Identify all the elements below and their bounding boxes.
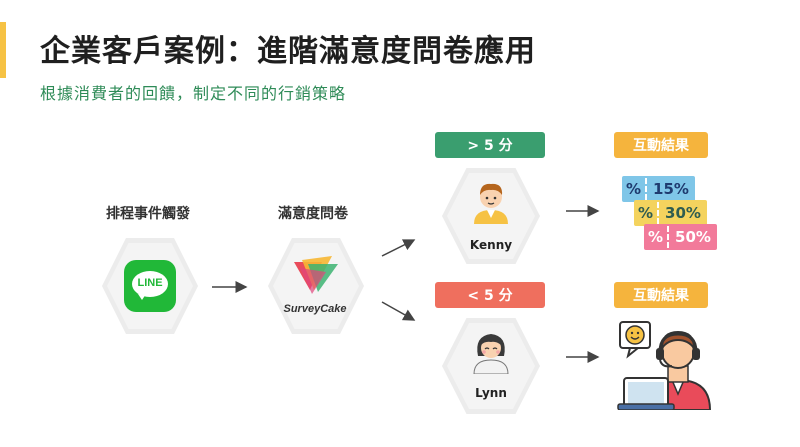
lynn-name: Lynn <box>475 386 507 400</box>
arrow-line-survey-to-low <box>381 301 416 321</box>
low-result-badge: 互動結果 <box>614 282 708 308</box>
kenny-name: Kenny <box>469 238 513 252</box>
customer-service-agent-icon <box>617 321 712 410</box>
low-result-text: 互動結果 <box>633 288 689 304</box>
coupon-50-value: 50% <box>675 228 711 246</box>
trigger-label: 排程事件觸發 <box>106 206 190 222</box>
coupon-15-value: 15% <box>653 180 689 198</box>
line-app-icon: LINE <box>124 260 176 312</box>
coupon-30: % 30% <box>634 200 707 226</box>
arrow-line-survey-to-high <box>381 239 416 257</box>
survey-label: 滿意度問卷 <box>278 206 348 222</box>
trigger-hexagon <box>102 238 198 334</box>
coupon-15: % 15% <box>622 176 695 202</box>
coupon-30-value: 30% <box>665 204 701 222</box>
kenny-avatar-icon <box>474 183 508 224</box>
surveycake-logo-text: SurveyCake <box>283 303 347 315</box>
coupon-30-percent-icon: % <box>638 204 654 222</box>
low-score-condition-badge: < 5 分 <box>435 282 545 308</box>
coupon-50: % 50% <box>644 224 717 250</box>
high-result-badge: 互動結果 <box>614 132 708 158</box>
accent-bar <box>0 22 6 78</box>
page-title: 企業客戶案例：進階滿意度問卷應用 <box>40 34 536 69</box>
page-subtitle: 根據消費者的回饋，制定不同的行銷策略 <box>40 84 347 103</box>
low-score-condition-text: < 5 分 <box>467 288 513 304</box>
coupon-50-percent-icon: % <box>648 228 664 246</box>
surveycake-logo-icon <box>294 256 338 294</box>
coupon-15-percent-icon: % <box>626 180 642 198</box>
high-score-condition-text: > 5 分 <box>467 138 513 154</box>
high-score-condition-badge: > 5 分 <box>435 132 545 158</box>
high-result-text: 互動結果 <box>633 138 689 154</box>
lynn-avatar-icon <box>473 334 509 374</box>
line-logo-text: LINE <box>137 277 163 289</box>
